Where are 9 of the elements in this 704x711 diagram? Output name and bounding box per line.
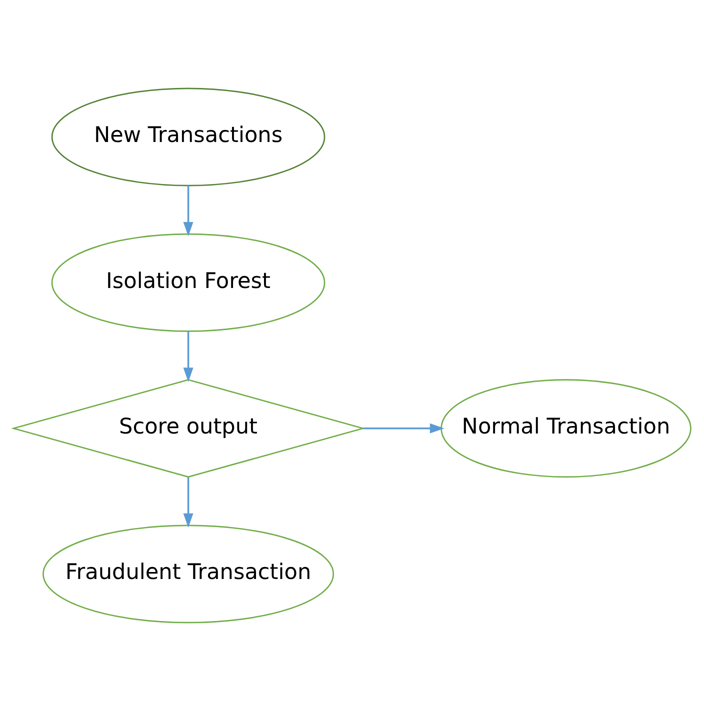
node-ellipse: Isolation Forest: [51, 233, 326, 332]
arrow: [183, 186, 194, 236]
arrow: [183, 476, 194, 528]
node-ellipse: Normal Transaction: [440, 379, 692, 478]
node-ellipse: New Transactions: [51, 88, 326, 186]
node-ellipse: Fraudulent Transaction: [42, 524, 334, 624]
arrow: [183, 331, 194, 382]
arrow: [363, 423, 444, 434]
node-diamond: Score output: [11, 379, 366, 478]
